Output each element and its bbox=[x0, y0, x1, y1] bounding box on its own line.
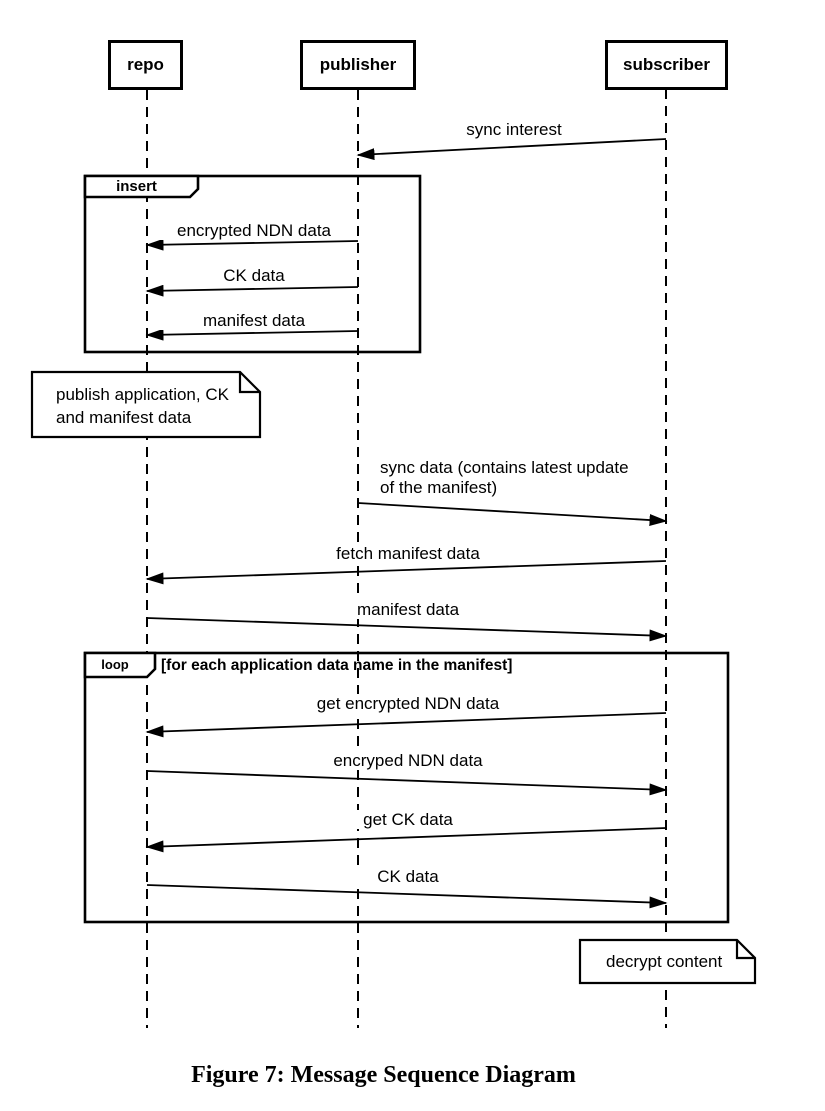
arrow-fetch-manifest-data bbox=[145, 560, 667, 585]
arrow-encryped-ndn-data bbox=[146, 770, 668, 796]
arrow-sync-data bbox=[357, 502, 668, 527]
note-publish-line1: publish application, CK bbox=[56, 385, 229, 404]
fragment-loop-keyword: loop bbox=[101, 657, 129, 672]
note-publish-text: publish application, CK and manifest dat… bbox=[56, 383, 229, 429]
arrow-manifest-data bbox=[146, 617, 668, 642]
participant-repo: repo bbox=[108, 40, 183, 90]
participant-subscriber-label: subscriber bbox=[623, 55, 710, 74]
fragment-loop-tab bbox=[83, 651, 157, 679]
fragment-insert-frame bbox=[83, 174, 422, 354]
message-label-sync-data: sync data (contains latest update of the… bbox=[378, 458, 631, 498]
message-label-manifest-data-insert: manifest data bbox=[152, 311, 356, 330]
note-decrypt-shape bbox=[578, 938, 757, 985]
note-publish-fold bbox=[238, 372, 260, 394]
message-label-sync-interest: sync interest bbox=[412, 120, 616, 139]
message-label-manifest-data: manifest data bbox=[256, 600, 560, 619]
fragment-insert-tab bbox=[83, 174, 200, 199]
message-label-sync-data-line2: of the manifest) bbox=[380, 478, 498, 497]
arrow-get-encrypted-ndn-data bbox=[145, 712, 667, 738]
fragment-loop-guard: [for each application data name in the m… bbox=[161, 657, 513, 674]
arrow-encrypted-ndn-data bbox=[145, 238, 359, 251]
note-decrypt-text: decrypt content bbox=[606, 952, 723, 971]
participant-subscriber: subscriber bbox=[605, 40, 728, 90]
note-decrypt-fold bbox=[735, 940, 755, 960]
arrow-ck-data-insert bbox=[145, 284, 359, 297]
message-label-ck-data-insert: CK data bbox=[152, 266, 356, 285]
note-publish-shape bbox=[30, 370, 262, 439]
participant-publisher-label: publisher bbox=[319, 55, 397, 74]
arrow-manifest-data-insert bbox=[145, 328, 359, 341]
message-label-get-encrypted-ndn-data: get encrypted NDN data bbox=[256, 694, 560, 713]
figure-caption: Figure 7: Message Sequence Diagram bbox=[191, 1062, 576, 1088]
message-label-get-ck-data: get CK data bbox=[256, 810, 560, 829]
message-label-sync-data-line1: sync data (contains latest update bbox=[380, 458, 629, 477]
arrow-sync-interest bbox=[356, 138, 667, 161]
message-label-encrypted-ndn-data: encrypted NDN data bbox=[152, 221, 356, 240]
fragment-insert-keyword: insert bbox=[116, 178, 157, 195]
message-label-fetch-manifest-data: fetch manifest data bbox=[256, 544, 560, 563]
note-publish-line2: and manifest data bbox=[56, 408, 192, 427]
message-label-ck-data-loop: CK data bbox=[256, 867, 560, 886]
arrow-get-ck-data bbox=[145, 827, 667, 853]
participant-repo-label: repo bbox=[127, 55, 164, 74]
arrow-ck-data-loop bbox=[146, 884, 668, 909]
participant-publisher: publisher bbox=[300, 40, 416, 90]
message-label-encryped-ndn-data: encryped NDN data bbox=[256, 751, 560, 770]
fragment-loop-frame bbox=[83, 651, 730, 924]
